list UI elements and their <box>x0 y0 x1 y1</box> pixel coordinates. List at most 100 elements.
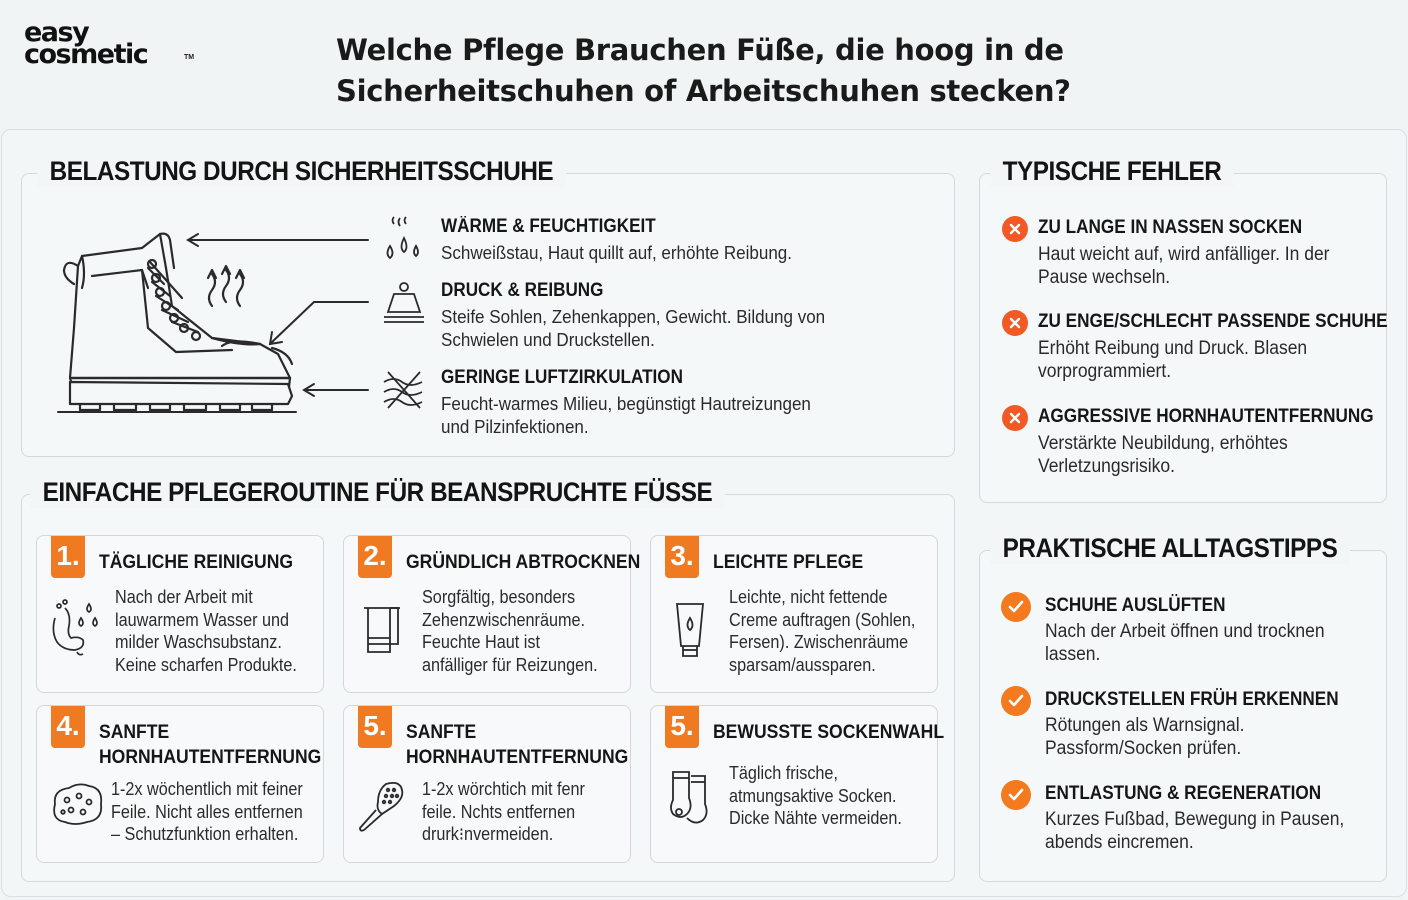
routine-card-text-line: Dicke Nähte vermeiden. <box>729 808 902 828</box>
routine-card-title-line: HORNHAUTENTFERNUNG <box>406 746 629 768</box>
page-title: Welche Pflege Brauchen Füße, die hoog in… <box>336 30 1096 112</box>
tipps-item-text-3a: Kurzes Fußbad, Bewegung in Pausen, <box>1045 809 1345 830</box>
safety-boot-icon <box>57 232 297 413</box>
belastung-heading: BELASTUNG DURCH SICHERHEITSSCHUHE <box>37 156 566 187</box>
belastung-item-text-2a: Steife Sohlen, Zehenkappen, Gewicht. Bil… <box>441 306 826 327</box>
foot-file-icon <box>359 781 404 832</box>
routine-card-text-line: Feuchte Haut ist <box>422 632 540 652</box>
error-x-icon <box>1002 310 1028 336</box>
routine-card-text-line: Zehenzwischenräume. <box>422 609 585 630</box>
routine-card-title: SANFTE HORNHAUTENTFERNUNG <box>99 720 322 770</box>
belastung-item-text-2b: Schwielen und Druckstellen. <box>441 329 655 350</box>
page-title-line1: Welche Pflege Brauchen Füße, die hoog in… <box>336 33 1064 67</box>
tipps-item-text-2b: Passform/Socken prüfen. <box>1045 738 1242 759</box>
routine-card-text-line: Creme auftragen (Sohlen, <box>729 609 916 630</box>
tipps-item-title-1: SCHUHE AUSLÜFTEN <box>1045 594 1226 616</box>
routine-card-3: 3. LEICHTE PFLEGE Leichte, nicht fettend… <box>650 535 938 693</box>
foot-wash-icon <box>52 599 98 656</box>
routine-card-text-line: feile. Nchts entfernen <box>422 801 576 822</box>
routine-card-text-line: Fersen). Zwischenräume <box>729 632 909 652</box>
routine-card-text-line: 1-2x wörchtich mit fenr <box>422 779 585 799</box>
no-airflow-icon <box>383 371 423 409</box>
error-x-icon <box>1002 216 1028 242</box>
routine-card-4: 4. SANFTE HORNHAUTENTFERNUNG 1-2x wöchen… <box>36 705 324 863</box>
routine-card-text-line: Täglich frische, <box>729 763 838 783</box>
routine-card-text-line: Feile. Nicht alles entfernen <box>111 801 303 822</box>
fehler-item-text-1b: Pause wechseln. <box>1038 267 1171 288</box>
tipps-heading: PRAKTISCHE ALLTAGSTIPPS <box>990 533 1351 564</box>
tipps-section <box>979 550 1387 882</box>
belastung-item-title-1: WÄRME & FEUCHTIGKEIT <box>441 216 656 237</box>
tipps-item-text-1a: Nach der Arbeit öffnen und trocknen <box>1045 621 1325 642</box>
routine-card-title: LEICHTE PFLEGE <box>713 551 864 573</box>
routine-card-text: Sorgfältig, besonders Zehenzwischenräume… <box>422 586 620 676</box>
logo-line1: easy <box>24 17 90 48</box>
routine-card-title: SANFTE HORNHAUTENTFERNUNG <box>406 720 629 770</box>
routine-card-text-line: Keine scharfen Produkte. <box>115 654 297 675</box>
routine-card-title-line: SANFTE <box>406 721 477 743</box>
routine-card-number: 5. <box>665 706 699 748</box>
logo-trademark: TM <box>184 54 195 61</box>
fehler-item-text-3b: Verletzungsrisiko. <box>1038 456 1175 477</box>
belastung-item-text-3a: Feucht-warmes Milieu, begünstigt Hautrei… <box>441 393 811 414</box>
weight-icon <box>384 282 424 323</box>
routine-card-title-line: HORNHAUTENTFERNUNG <box>99 746 322 768</box>
fehler-item-text-2a: Erhöht Reibung und Druck. Blasen <box>1038 338 1308 359</box>
routine-card-text: Leichte, nicht fettende Creme auftragen … <box>729 586 927 676</box>
routine-card-text-line: lauwarmem Wasser und <box>115 609 290 630</box>
belastung-item-title-3: GERINGE LUFTZIRKULATION <box>441 367 683 388</box>
cream-tube-icon <box>676 603 704 657</box>
fehler-item-title-3: AGGRESSIVE HORNHAUTENTFERNUNG <box>1038 405 1374 427</box>
routine-card-text: Nach der Arbeit mit lauwarmem Wasser und… <box>115 586 313 676</box>
check-icon <box>1001 780 1031 810</box>
belastung-item-text-3b: und Pilzinfektionen. <box>441 416 589 437</box>
sponge-icon <box>53 783 103 825</box>
routine-card-text-line: Nach der Arbeit mit <box>115 587 253 607</box>
routine-card-number: 5. <box>358 706 392 748</box>
header: easy cosmetic TM Welche Pflege Brauchen … <box>0 0 1408 128</box>
routine-card-text: 1-2x wörchtich mit fenr feile. Nchts ent… <box>422 778 620 846</box>
routine-card-number: 1. <box>51 536 85 578</box>
routine-card-number: 2. <box>358 536 392 578</box>
routine-card-title: GRÜNDLICH ABTROCKNEN <box>406 551 641 573</box>
routine-card-title-line: SANFTE <box>99 721 170 743</box>
check-icon <box>1001 686 1031 716</box>
routine-card-text-line: 1-2x wöchentlich mit feiner <box>111 779 303 799</box>
tipps-item-text-2a: Rötungen als Warnsignal. <box>1045 715 1245 736</box>
towel-icon <box>364 607 400 653</box>
tipps-item-text-3b: abends eincremen. <box>1045 832 1194 853</box>
arrows-to-boot <box>186 233 369 397</box>
routine-card-text-line: milder Waschsubstanz. <box>115 632 282 652</box>
routine-card-number: 3. <box>665 536 699 578</box>
easy-cosmetic-logo[interactable]: easy cosmetic TM <box>24 17 195 74</box>
tipps-item-text-1b: lassen. <box>1045 644 1101 665</box>
routine-card-2: 2. GRÜNDLICH ABTROCKNEN Sorgfältig, beso… <box>343 535 641 693</box>
error-x-icon <box>1002 405 1028 431</box>
routine-card-5: 5. SANFTE HORNHAUTENTFERNUNG 1-2x wörcht… <box>343 705 631 863</box>
routine-card-title: BEWUSSTE SOCKENWAHL <box>713 721 945 743</box>
routine-card-text: Täglich frische, atmungsaktive Socken. D… <box>729 762 927 830</box>
page-title-line2: Sicherheitschuhen of Arbeitschuhen steck… <box>336 74 1071 108</box>
belastung-item-text-1: Schweißstau, Haut quillt auf, erhöhte Re… <box>441 242 793 263</box>
routine-card-1: 1. TÄGLICHE REINIGUNG Nach der Arbeit mi… <box>36 535 324 693</box>
routine-card-text-line: Leichte, nicht fettende <box>729 587 888 607</box>
logo-line2: cosmetic <box>24 39 149 70</box>
routine-card-text-line: sparsam/aussparen. <box>729 654 876 675</box>
routine-card-text-line: atmungsaktive Socken. <box>729 785 897 806</box>
routine-card-number: 4. <box>51 706 85 748</box>
routine-card-6: 5. BEWUSSTE SOCKENWAHL Täglich frische, … <box>650 705 945 863</box>
fehler-heading: TYPISCHE FEHLER <box>990 156 1234 187</box>
fehler-item-text-2b: vorprogrammiert. <box>1038 361 1172 382</box>
droplets-icon <box>386 216 419 260</box>
fehler-item-title-2: ZU ENGE/SCHLECHT PASSENDE SCHUHE <box>1038 310 1388 332</box>
belastung-item-title-2: DRUCK & REIBUNG <box>441 280 604 301</box>
fehler-section <box>979 173 1387 503</box>
fehler-item-title-1: ZU LANGE IN NASSEN SOCKEN <box>1038 216 1303 238</box>
tipps-item-title-2: DRUCKSTELLEN FRÜH ERKENNEN <box>1045 688 1339 710</box>
routine-card-text-line: Sorgfältig, besonders <box>422 587 576 607</box>
fehler-item-text-3a: Verstärkte Neubildung, erhöhtes <box>1038 433 1288 454</box>
tipps-item-title-3: ENTLASTUNG & REGENERATION <box>1045 782 1322 804</box>
routine-card-text-line: anfälliger für Reizungen. <box>422 654 598 675</box>
check-icon <box>1001 592 1031 622</box>
routine-card-title: TÄGLICHE REINIGUNG <box>99 551 294 573</box>
